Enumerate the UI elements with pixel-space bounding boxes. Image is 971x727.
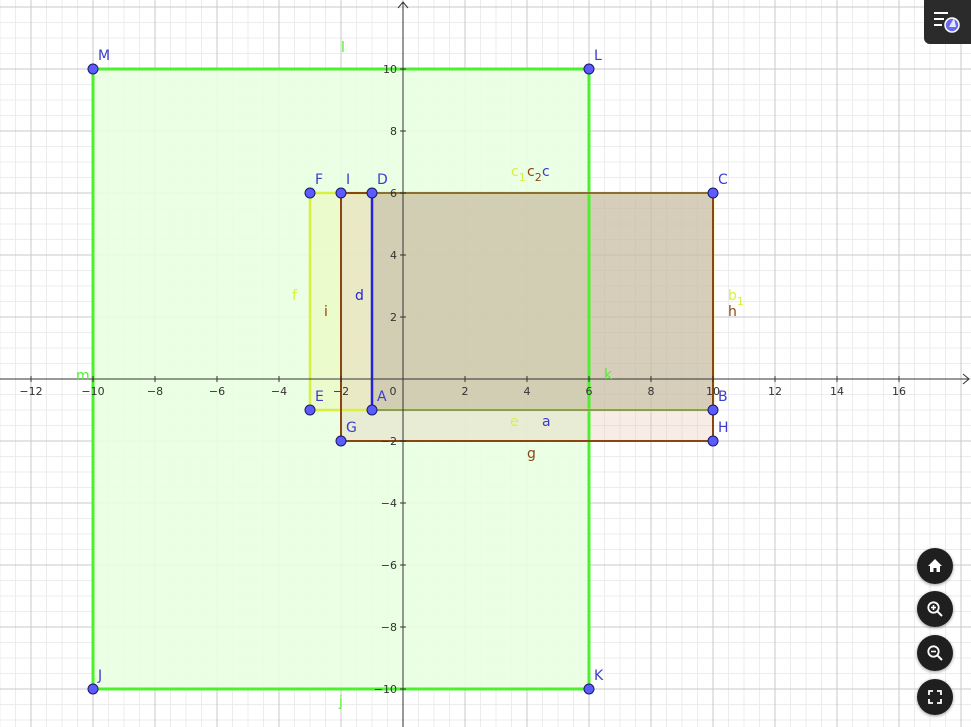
x-tick-label: 6 bbox=[586, 385, 593, 398]
segment-label-j: j bbox=[338, 694, 343, 710]
point-l[interactable]: L bbox=[583, 48, 602, 75]
zoom-in-button[interactable] bbox=[917, 591, 953, 627]
segment-label-l: l bbox=[341, 40, 345, 56]
x-tick-label: −2 bbox=[333, 385, 349, 398]
point-marker[interactable] bbox=[335, 187, 347, 199]
x-tick-label: 8 bbox=[648, 385, 655, 398]
point-i[interactable]: I bbox=[335, 172, 350, 199]
point-a[interactable]: A bbox=[366, 389, 387, 416]
fullscreen-icon bbox=[928, 690, 942, 704]
x-tick-label: 14 bbox=[830, 385, 844, 398]
point-marker[interactable] bbox=[304, 187, 316, 199]
point-label: E bbox=[315, 389, 324, 405]
segment-label-f: f bbox=[292, 288, 298, 304]
zoom-out-button[interactable] bbox=[917, 635, 953, 671]
point-m[interactable]: M bbox=[87, 48, 110, 75]
point-marker[interactable] bbox=[366, 187, 378, 199]
segment-label-e: e bbox=[510, 414, 519, 430]
point-label: I bbox=[346, 172, 350, 188]
x-tick-label: −10 bbox=[81, 385, 104, 398]
point-marker[interactable] bbox=[366, 404, 378, 416]
point-label: C bbox=[718, 172, 728, 188]
point-marker[interactable] bbox=[87, 683, 99, 695]
segment-label-i: i bbox=[324, 304, 328, 320]
x-tick-label: 16 bbox=[892, 385, 906, 398]
point-marker[interactable] bbox=[583, 63, 595, 75]
y-tick-label: 2 bbox=[390, 311, 397, 324]
segment-label-b1: b1 bbox=[728, 288, 744, 308]
point-label: M bbox=[98, 48, 110, 64]
point-label: K bbox=[594, 668, 604, 684]
point-e[interactable]: E bbox=[304, 389, 324, 416]
x-axis-arrow bbox=[962, 373, 970, 385]
x-tick-label: 4 bbox=[524, 385, 531, 398]
y-tick-label: 4 bbox=[390, 249, 397, 262]
y-tick-label: 8 bbox=[390, 125, 397, 138]
segment-label-c2: c2 bbox=[527, 164, 542, 184]
point-d[interactable]: D bbox=[366, 172, 388, 199]
zoom-out-icon bbox=[927, 645, 943, 661]
point-c[interactable]: C bbox=[707, 172, 728, 199]
home-button[interactable] bbox=[917, 548, 953, 584]
segment-label-a: a bbox=[542, 414, 551, 430]
point-marker[interactable] bbox=[87, 63, 99, 75]
y-tick-label: −10 bbox=[374, 683, 397, 696]
segment-label-g: g bbox=[527, 446, 536, 462]
segment-label-c: c bbox=[542, 164, 550, 180]
segment-labels: l j m k c1 c2 c b1 h d i f e a g bbox=[76, 40, 744, 710]
segment-label-d: d bbox=[355, 288, 364, 304]
y-tick-label: −2 bbox=[381, 435, 397, 448]
point-j[interactable]: J bbox=[87, 668, 102, 695]
y-tick-label: 10 bbox=[383, 63, 397, 76]
segment-label-c1: c1 bbox=[511, 164, 526, 184]
menu-button[interactable] bbox=[924, 0, 971, 44]
point-f[interactable]: F bbox=[304, 172, 323, 199]
point-label: L bbox=[594, 48, 602, 64]
point-label: G bbox=[346, 420, 357, 436]
point-marker[interactable] bbox=[707, 435, 719, 447]
point-label: J bbox=[97, 668, 102, 684]
x-tick-label: 12 bbox=[768, 385, 782, 398]
point-label: H bbox=[718, 420, 729, 436]
x-tick-label: 10 bbox=[706, 385, 720, 398]
x-tick-label: −8 bbox=[147, 385, 163, 398]
y-tick-label: −8 bbox=[381, 621, 397, 634]
point-label: D bbox=[377, 172, 388, 188]
segment-label-k: k bbox=[604, 367, 613, 383]
zoom-in-icon bbox=[927, 601, 943, 617]
y-tick-label: −6 bbox=[381, 559, 397, 572]
point-h[interactable]: H bbox=[707, 420, 729, 447]
menu-icon bbox=[933, 12, 960, 33]
point-marker[interactable] bbox=[335, 435, 347, 447]
point-marker[interactable] bbox=[583, 683, 595, 695]
x-tick-label: −4 bbox=[271, 385, 287, 398]
fullscreen-button[interactable] bbox=[917, 679, 953, 715]
point-marker[interactable] bbox=[707, 187, 719, 199]
y-axis-arrow bbox=[397, 1, 409, 9]
x-tick-label: 0 bbox=[390, 385, 397, 398]
point-marker[interactable] bbox=[707, 404, 719, 416]
polygon-abcd[interactable] bbox=[372, 193, 713, 410]
point-label: F bbox=[315, 172, 323, 188]
x-tick-label: −6 bbox=[209, 385, 225, 398]
point-marker[interactable] bbox=[304, 404, 316, 416]
y-tick-label: −4 bbox=[381, 497, 397, 510]
home-icon bbox=[928, 559, 942, 572]
point-label: A bbox=[377, 389, 387, 405]
segment-label-m: m bbox=[76, 368, 90, 384]
point-b[interactable]: B bbox=[707, 389, 728, 416]
point-g[interactable]: G bbox=[335, 420, 357, 447]
polygon-ebcf[interactable] bbox=[310, 193, 713, 410]
points[interactable]: A B C D E F G H I J K L M bbox=[87, 48, 729, 695]
point-label: B bbox=[718, 389, 728, 405]
tick-labels: −12 −10 −8 −6 −4 −2 0 2 4 6 8 10 12 14 16 10 8 6 4 2 −2 −4 −6 −… bbox=[19, 63, 906, 696]
y-tick-label: 6 bbox=[390, 187, 397, 200]
x-tick-label: −12 bbox=[19, 385, 42, 398]
x-tick-label: 2 bbox=[462, 385, 469, 398]
point-k[interactable]: K bbox=[583, 668, 604, 695]
segment-label-h: h bbox=[728, 304, 737, 320]
